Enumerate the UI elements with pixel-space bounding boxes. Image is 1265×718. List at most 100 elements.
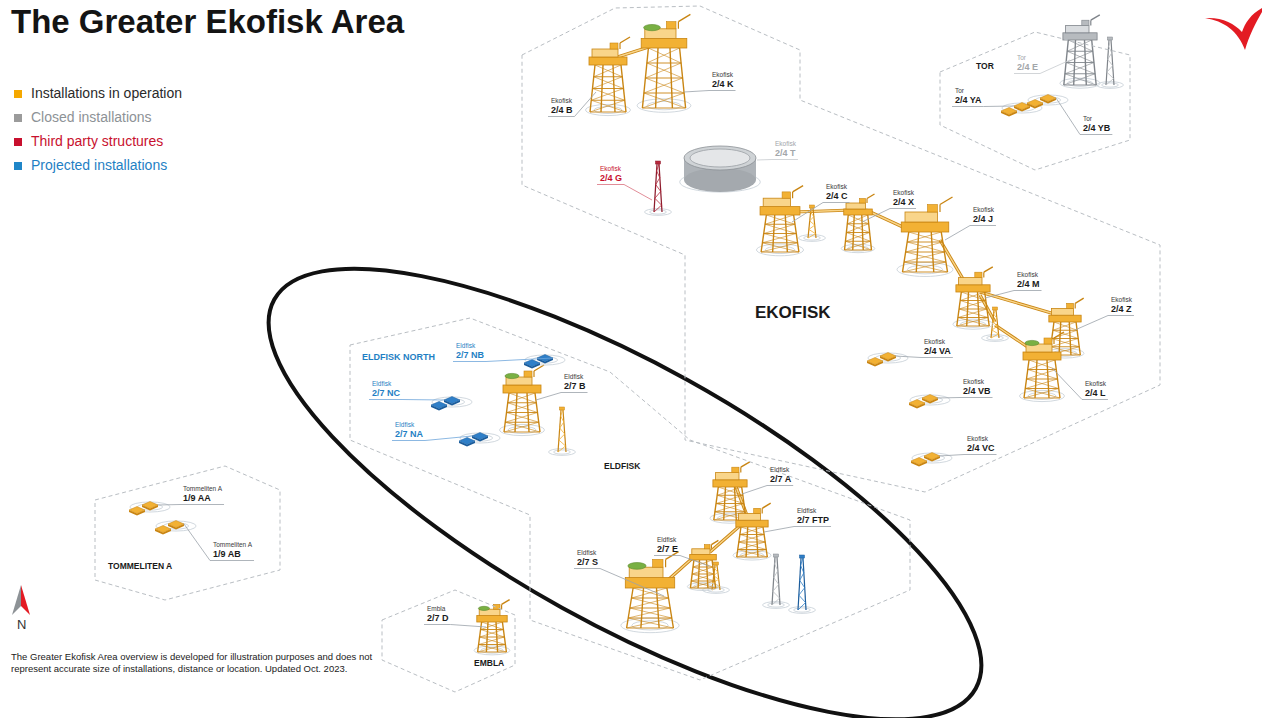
crane-boom — [984, 267, 993, 272]
deck-module — [692, 549, 710, 555]
crane-post — [939, 205, 940, 213]
jacket-brace — [648, 48, 681, 63]
tower-lattice — [558, 410, 566, 452]
jacket-brace — [765, 224, 796, 233]
jacket-brace — [507, 403, 537, 413]
template-top — [444, 397, 460, 404]
leader-line — [1056, 98, 1112, 135]
jacket-brace — [1065, 73, 1095, 74]
crane-post — [711, 545, 712, 549]
jacket-brace — [764, 224, 795, 233]
jacket-brace — [627, 628, 674, 629]
deck-module — [1082, 20, 1089, 25]
jacket-brace — [628, 618, 672, 619]
crane-post — [1053, 338, 1054, 344]
template-top — [155, 526, 171, 533]
leader-line — [597, 185, 652, 201]
tank-base — [684, 168, 756, 192]
tower-cap — [1108, 37, 1113, 40]
platform-icon — [687, 540, 718, 590]
jacket-brace — [1066, 51, 1093, 62]
jacket-brace — [957, 326, 989, 327]
jacket-brace — [647, 63, 683, 78]
jacket-brace — [630, 598, 669, 608]
deck-module — [975, 272, 982, 277]
jacket-brace — [715, 511, 745, 512]
installation-code: 2/4 K — [712, 80, 734, 89]
jacket-brace — [480, 637, 506, 645]
jacket-brace — [591, 89, 623, 101]
jacket-brace — [1053, 330, 1077, 331]
leader-line — [1075, 316, 1134, 331]
jacket-brace — [1025, 379, 1057, 389]
water-ring — [953, 319, 993, 329]
jacket-brace — [590, 112, 626, 113]
jacket-brace — [644, 93, 684, 94]
jacket-brace — [1064, 74, 1095, 85]
installation-code: 2/4 M — [1017, 280, 1040, 289]
platform-icon — [897, 197, 953, 277]
tower-cap — [774, 554, 779, 557]
jacket-brace — [739, 535, 764, 543]
area-outline — [382, 590, 517, 694]
deck-module — [732, 467, 739, 472]
jacket-brace — [906, 242, 943, 252]
flare-tower — [789, 555, 816, 613]
crane-post — [501, 604, 502, 609]
jacket-brace — [591, 100, 625, 101]
leader-line — [184, 524, 254, 561]
jacket-brace — [1053, 330, 1078, 338]
jacket-brace — [647, 63, 681, 64]
jacket-brace — [595, 65, 622, 77]
jacket-brace — [645, 63, 681, 78]
jacket-brace — [508, 403, 538, 413]
field-name: Ekofisk — [893, 190, 914, 197]
tower-lattice — [991, 310, 999, 338]
jacket-brace — [1024, 398, 1060, 399]
platform-icon — [586, 37, 631, 116]
template-top — [524, 360, 540, 367]
bridge-outer — [980, 292, 1058, 315]
jacket-brace — [903, 262, 946, 272]
field-name: Ekofisk — [1111, 297, 1132, 304]
jacket-brace — [1024, 389, 1059, 399]
field-area: ELDFISK — [350, 318, 910, 680]
jacket-brace — [1051, 346, 1079, 347]
page-caption: The Greater Ekofisk Area overview is dev… — [11, 651, 376, 675]
installation-code: 2/7 A — [770, 475, 791, 484]
jacket-brace — [508, 393, 535, 403]
jacket-brace — [1064, 85, 1096, 86]
jacket-brace — [762, 243, 798, 252]
flare-tower — [549, 407, 576, 455]
deck-module — [666, 22, 676, 29]
field-name: Eldfisk — [564, 374, 583, 381]
tank-roof — [690, 149, 750, 167]
jacket-brace — [737, 550, 767, 558]
jacket-brace — [692, 574, 715, 581]
north-arrow-left — [12, 585, 21, 615]
tower-cap — [560, 407, 565, 410]
installation-code: 2/7 B — [564, 382, 586, 391]
jacket-brace — [647, 48, 680, 63]
tower-lattice — [1106, 40, 1114, 85]
leader-line — [369, 399, 444, 401]
area-name: EMBLA — [474, 659, 504, 668]
jacket-brace — [479, 644, 506, 645]
crane-boom — [502, 600, 510, 605]
jacket-brace — [509, 393, 536, 403]
water-ring — [554, 450, 571, 454]
jacket-brace — [594, 77, 624, 89]
jacket-brace — [593, 77, 623, 89]
deck-module — [754, 508, 761, 513]
leader-line — [895, 356, 953, 358]
crane-boom — [793, 186, 804, 192]
helideck — [478, 606, 489, 610]
leader-line — [536, 393, 588, 401]
tank-icon — [680, 146, 761, 192]
deck — [736, 520, 768, 527]
jacket-brace — [481, 622, 503, 630]
tower-lattice — [654, 164, 662, 212]
deck-module — [494, 604, 500, 609]
leader-line — [937, 397, 993, 399]
jacket-brace — [846, 233, 870, 242]
